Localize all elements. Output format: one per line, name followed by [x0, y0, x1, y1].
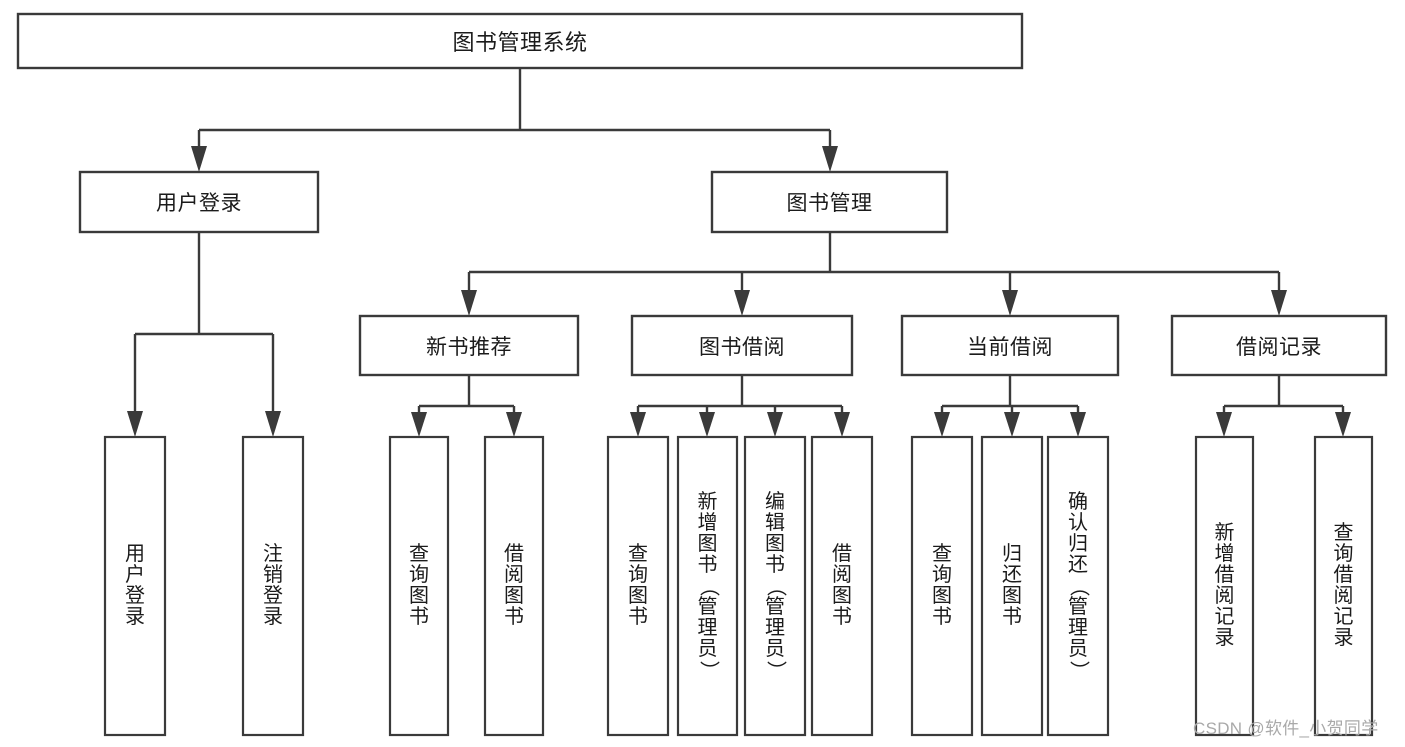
node-box-user-login[interactable] [78, 170, 320, 234]
arrow-head-icon [127, 411, 143, 437]
arrow-head-icon [630, 412, 646, 437]
leaf-box-query-book-nb[interactable] [388, 435, 450, 737]
edge-book-borrow-to-leaves [630, 375, 850, 437]
arrow-head-icon [699, 412, 715, 437]
watermark-text: CSDN @软件_小贺同学 [1193, 719, 1379, 738]
arrow-head-icon [411, 412, 427, 437]
leaf-box-query-book-cb[interactable] [910, 435, 974, 737]
edge-new-book-recommend-to-leaves [411, 375, 522, 437]
leaf-box-borrow-book-bb[interactable] [810, 435, 874, 737]
leaf-box-add-book-admin[interactable] [676, 435, 739, 737]
arrow-head-icon [265, 411, 281, 437]
arrow-head-icon [461, 290, 477, 316]
leaf-box-query-borrow-record[interactable] [1313, 435, 1374, 737]
leaf-box-return-book[interactable] [980, 435, 1044, 737]
leaf-box-edit-book-admin[interactable] [743, 435, 807, 737]
arrow-head-icon [1002, 290, 1018, 316]
edge-current-borrow-to-leaves [934, 375, 1086, 437]
leaf-box-borrow-book-nb[interactable] [483, 435, 545, 737]
arrow-head-icon [1335, 412, 1351, 437]
arrow-head-icon [1070, 412, 1086, 437]
leaf-box-add-borrow-record[interactable] [1194, 435, 1255, 737]
edge-book-management-to-level3 [461, 232, 1287, 316]
arrow-head-icon [822, 146, 838, 172]
arrow-head-icon [834, 412, 850, 437]
node-box-current-borrow[interactable] [900, 314, 1120, 377]
arrow-head-icon [1216, 412, 1232, 437]
arrow-head-icon [734, 290, 750, 316]
node-box-book-management[interactable] [710, 170, 949, 234]
node-box-new-book-recommend[interactable] [358, 314, 580, 377]
node-box-book-borrow[interactable] [630, 314, 854, 377]
arrow-head-icon [191, 146, 207, 172]
edge-borrow-record-to-leaves [1216, 375, 1351, 437]
leaf-box-query-book-bb[interactable] [606, 435, 670, 737]
edge-user-login-to-leaves [127, 232, 281, 437]
leaf-box-logout[interactable] [241, 435, 305, 737]
node-box-borrow-record[interactable] [1170, 314, 1388, 377]
node-box-root[interactable] [16, 12, 1024, 70]
arrow-head-icon [1004, 412, 1020, 437]
edge-root-to-level2 [191, 68, 838, 172]
arrow-head-icon [1271, 290, 1287, 316]
leaf-box-confirm-return-admin[interactable] [1046, 435, 1110, 737]
arrow-head-icon [767, 412, 783, 437]
arrow-head-icon [934, 412, 950, 437]
arrow-head-icon [506, 412, 522, 437]
leaf-box-user-login[interactable] [103, 435, 167, 737]
